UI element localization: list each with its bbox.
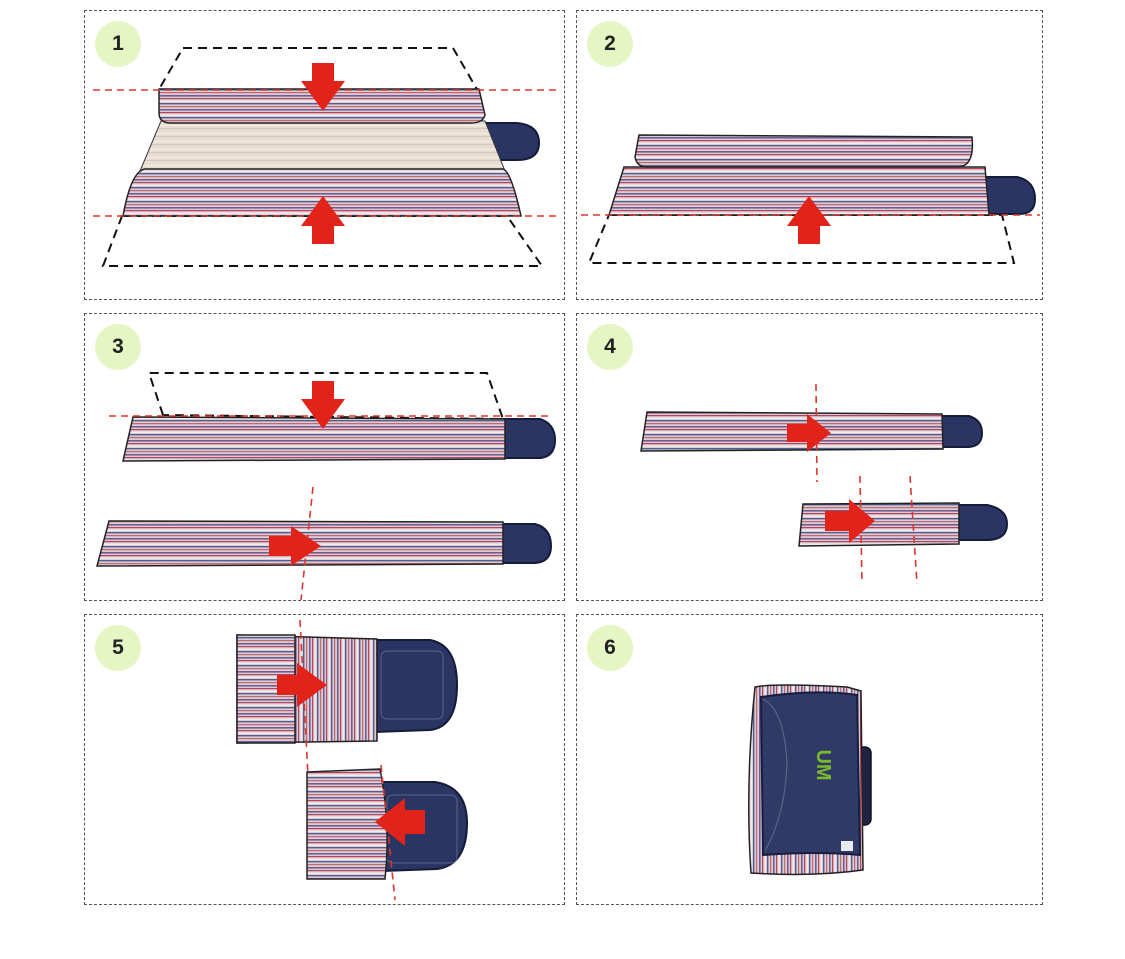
arrow-up (787, 196, 831, 244)
step-3-illustration (96, 372, 557, 600)
step-panel-3: 3 (84, 313, 565, 601)
strap-tab (951, 504, 1009, 541)
arrow-right (277, 663, 327, 707)
strap-tab (368, 639, 459, 734)
arrow-left (375, 798, 425, 846)
step-number-badge: 1 (95, 21, 141, 67)
strap-tab (980, 176, 1037, 215)
step-panel-1: 1 (84, 10, 565, 300)
step-number-badge: 5 (95, 625, 141, 671)
step-5-illustration (236, 619, 469, 901)
step-panel-4: 4 (576, 313, 1043, 601)
step-number-badge: 3 (95, 324, 141, 370)
arrow-right (269, 526, 321, 566)
navy-cover (759, 691, 862, 857)
step-panel-2: 2 (576, 10, 1043, 300)
strap-tab (935, 415, 984, 448)
step-2-illustration (581, 134, 1040, 264)
step-panel-5: 5 (84, 614, 565, 905)
folded-top (634, 134, 974, 168)
step-1-illustration (93, 47, 556, 267)
product-tag (841, 841, 853, 851)
arrow-down (301, 63, 345, 111)
arrow-right (787, 414, 831, 452)
arrow-right (825, 499, 875, 543)
step-panel-6: 6 UM (576, 614, 1043, 905)
step-number-badge: 6 (587, 625, 633, 671)
svg-text:UM: UM (812, 749, 834, 780)
bottom-fold-strip (122, 168, 522, 217)
strap-tab (495, 418, 557, 459)
step-4-illustration (640, 383, 1009, 585)
brand-logo: UM (812, 749, 834, 780)
step-6-illustration: UM (748, 684, 872, 876)
arrow-down (301, 381, 345, 429)
arrow-up (301, 196, 345, 244)
step-number-badge: 4 (587, 324, 633, 370)
step-number-badge: 2 (587, 21, 633, 67)
strap-tab (495, 523, 553, 564)
